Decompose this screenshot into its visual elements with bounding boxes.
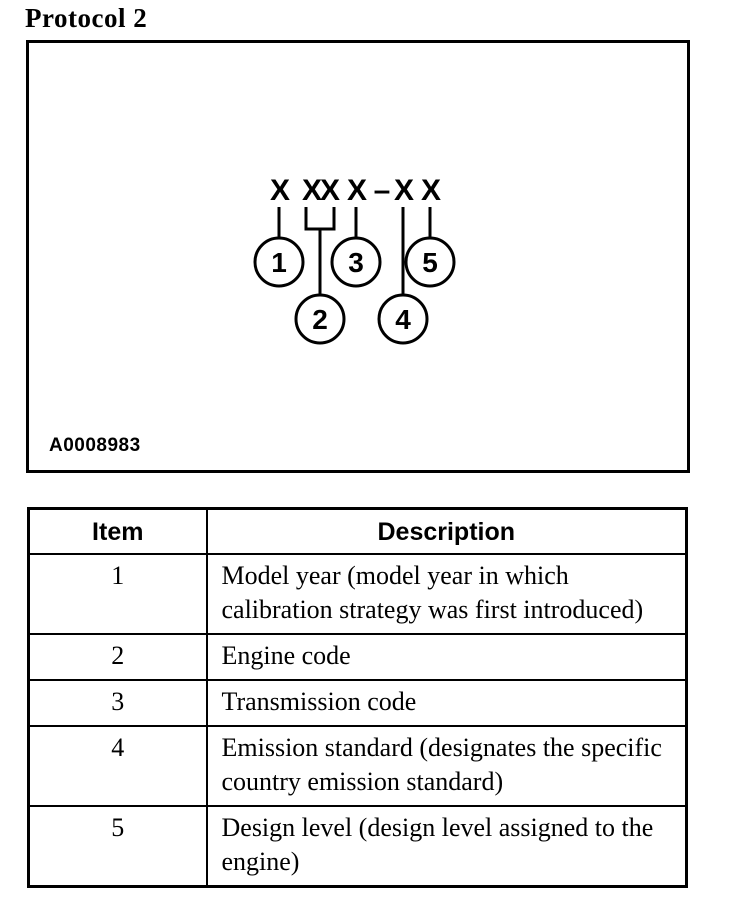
connector-bracket-2 <box>304 207 336 231</box>
callout-number-3: 3 <box>348 247 364 278</box>
item-cell: 5 <box>27 805 208 888</box>
description-cell: Engine code <box>205 633 688 681</box>
table-row: 4 Emission standard (designates the spec… <box>27 725 688 807</box>
callout-number-5: 5 <box>422 247 438 278</box>
table-row: 3 Transmission code <box>27 679 688 727</box>
callout-circle-3 <box>330 236 382 288</box>
callout-number-2: 2 <box>312 304 328 335</box>
col-header-description: Description <box>205 507 688 555</box>
code-segment-4: X <box>394 174 414 207</box>
item-cell: 2 <box>27 633 208 681</box>
item-description-table: Item Description 1 Model year (model yea… <box>27 507 688 888</box>
col-header-item: Item <box>27 507 208 555</box>
code-segment-1: X <box>270 174 290 207</box>
table-row: 1 Model year (model year in which calibr… <box>27 553 688 635</box>
code-segment-5: X <box>421 174 441 207</box>
figure-id: A0008983 <box>49 435 141 456</box>
description-cell: Emission standard (designates the specif… <box>205 725 688 807</box>
description-cell: Transmission code <box>205 679 688 727</box>
table-row: 2 Engine code <box>27 633 688 681</box>
description-cell: Model year (model year in which calibrat… <box>205 553 688 635</box>
connector-lines <box>277 207 432 295</box>
table-row: 5 Design level (design level assigned to… <box>27 805 688 888</box>
code-dash: – <box>374 174 390 207</box>
code-segment-3: X <box>347 174 367 207</box>
callout-number-1: 1 <box>271 247 287 278</box>
code-text: X XX X – X X <box>270 174 443 207</box>
page-title: Protocol 2 <box>25 3 148 33</box>
item-cell: 1 <box>27 553 208 635</box>
item-cell: 4 <box>27 725 208 807</box>
callout-circles <box>253 236 456 345</box>
callout-numbers: 1 2 3 4 5 <box>271 247 438 335</box>
item-cell: 3 <box>27 679 208 727</box>
callout-circle-4 <box>377 293 429 345</box>
callout-circle-2 <box>294 293 346 345</box>
callout-circle-5 <box>404 236 456 288</box>
figure-box: X XX X – X X 1 2 3 4 <box>26 40 690 473</box>
description-cell: Design level (design level assigned to t… <box>205 805 688 888</box>
code-structure-diagram: X XX X – X X 1 2 3 4 <box>253 174 456 345</box>
callout-number-4: 4 <box>395 304 411 335</box>
table-header-row: Item Description <box>27 507 688 555</box>
code-segment-2: XX <box>302 174 340 207</box>
callout-circle-1 <box>253 236 305 288</box>
